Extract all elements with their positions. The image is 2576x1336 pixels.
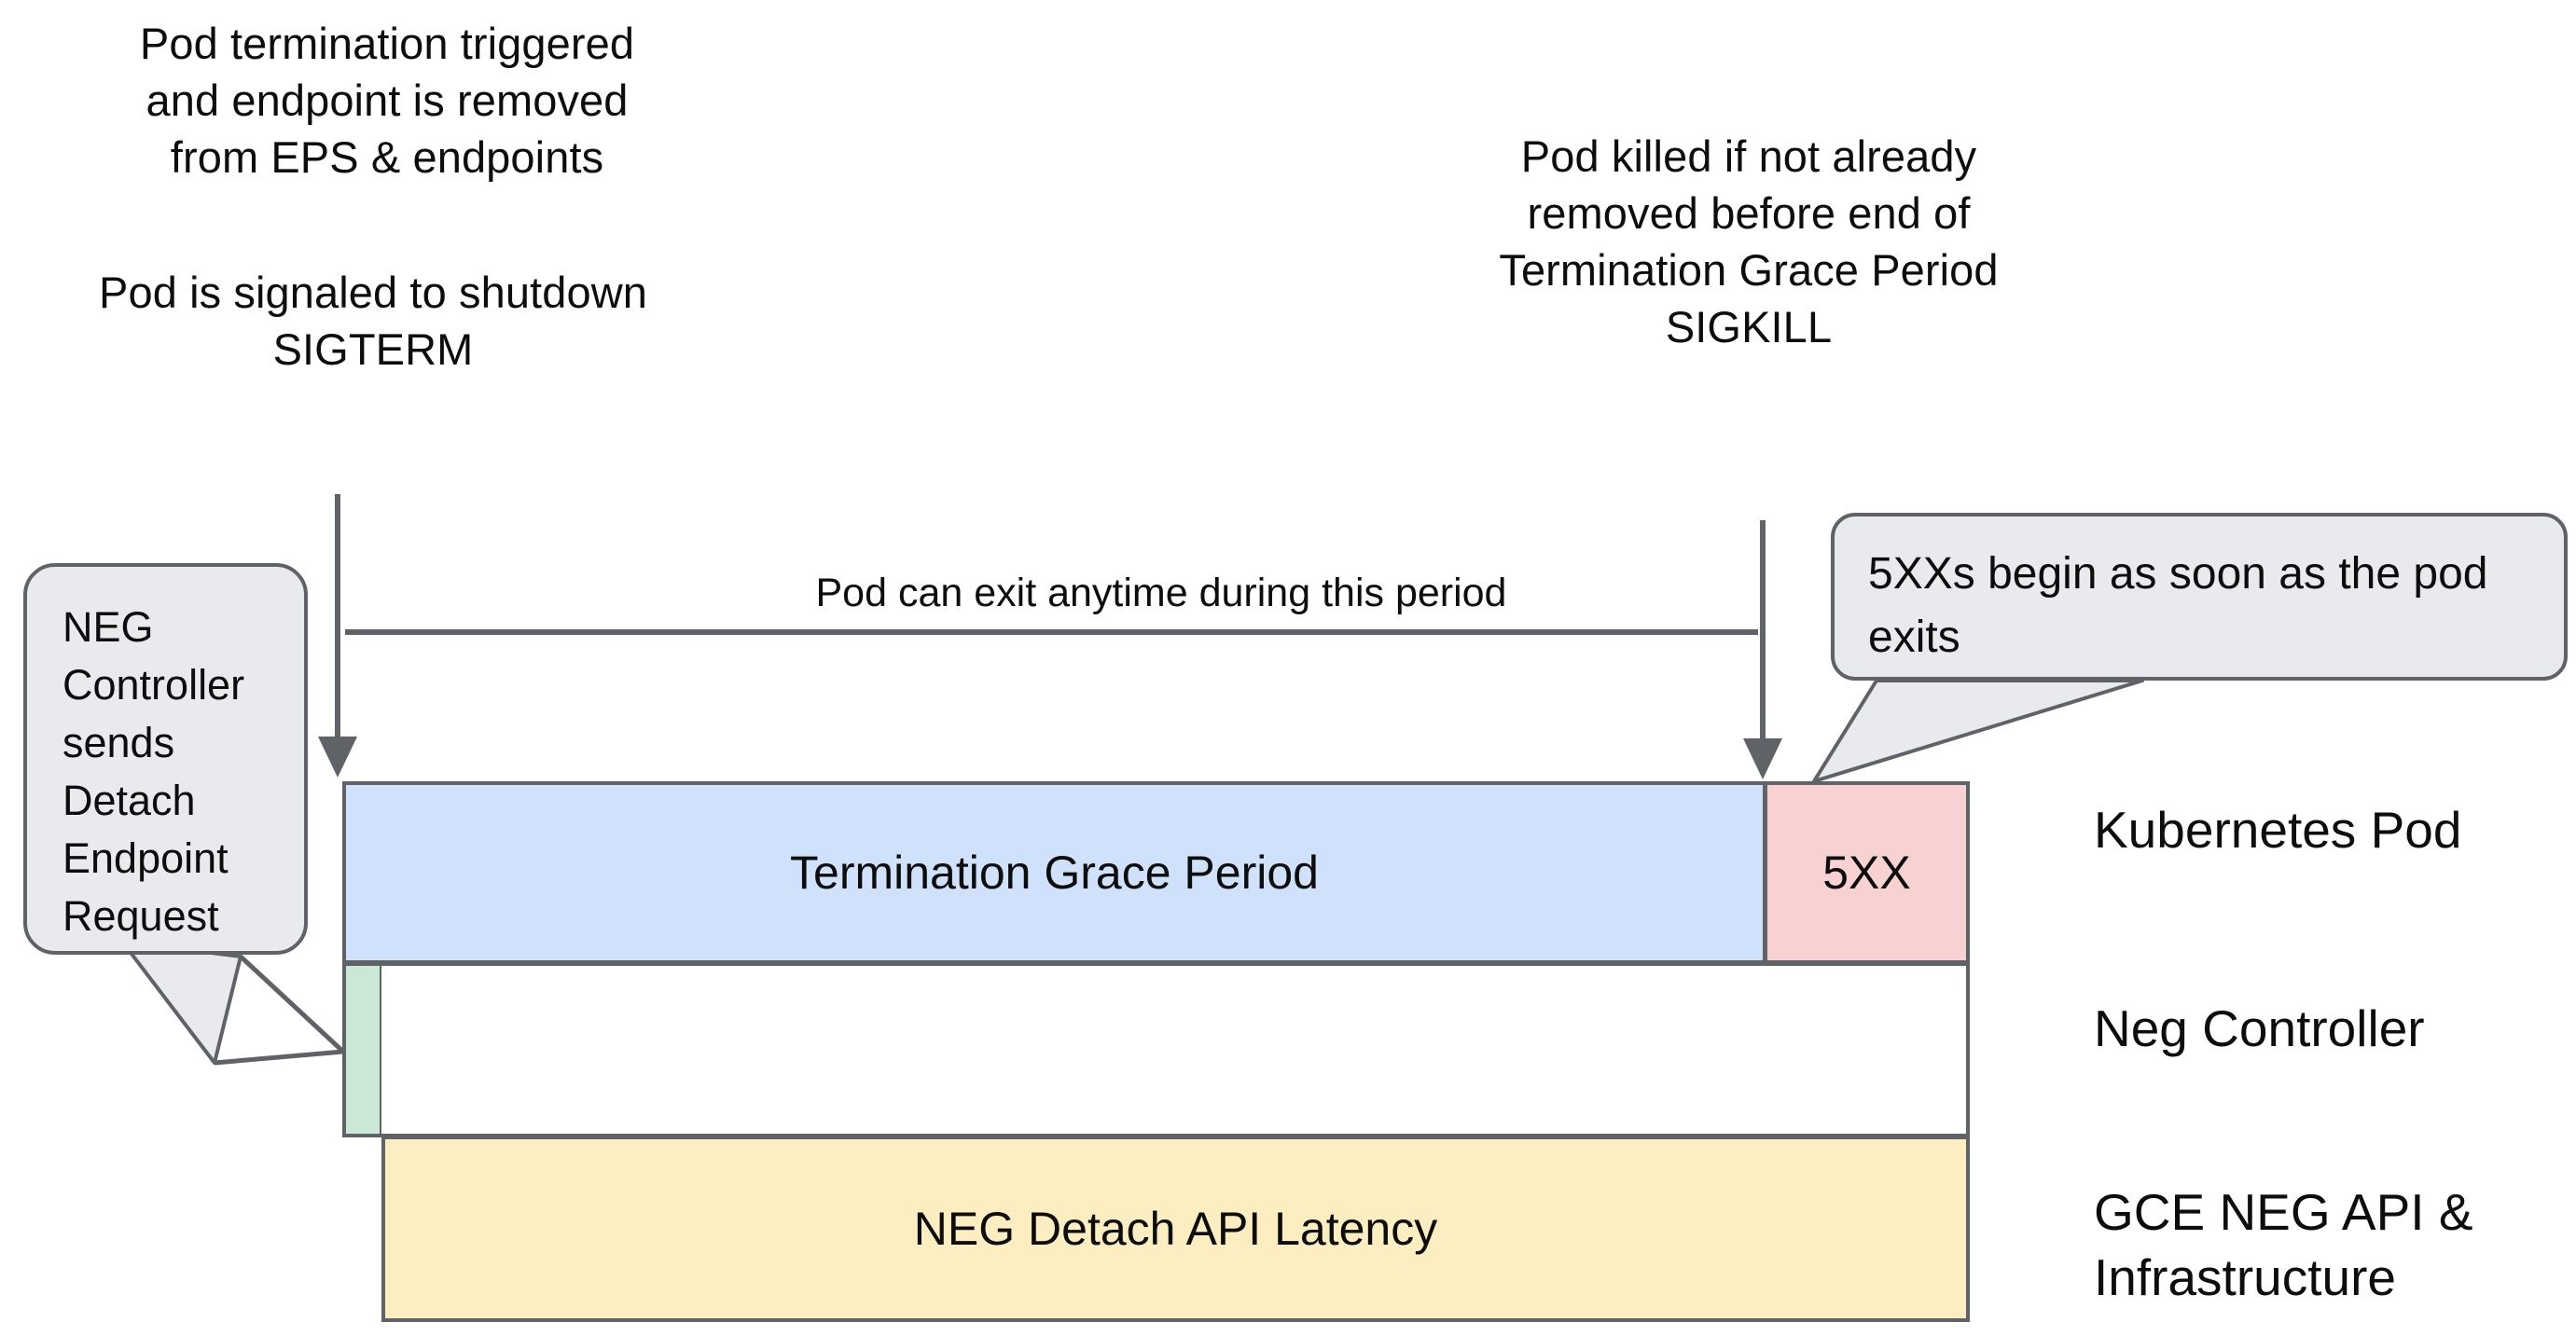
arrow-sigkill-down xyxy=(1743,520,1782,779)
note-pod-sigkill: Pod killed if not already removed before… xyxy=(1499,131,1999,352)
bar-termination-grace-period: Termination Grace Period xyxy=(342,781,1766,964)
bar-neg-detach-api-latency-label: NEG Detach API Latency xyxy=(913,1203,1438,1255)
span-caption-pod-can-exit: Pod can exit anytime during this period xyxy=(815,571,1507,615)
row-label-neg-controller: Neg Controller xyxy=(2094,999,2425,1057)
callout-5xx-begin: 5XXs begin as soon as the pod exits xyxy=(1831,513,2568,681)
bar-5xx: 5XX xyxy=(1764,781,1970,964)
bar-termination-grace-period-label: Termination Grace Period xyxy=(790,847,1319,899)
row-label-kubernetes-pod: Kubernetes Pod xyxy=(2094,801,2462,859)
bar-neg-controller-idle xyxy=(381,962,1970,1137)
note-pod-termination-triggered: Pod termination triggered and endpoint i… xyxy=(139,19,635,183)
callout-neg-controller: NEG Controller sends Detach Endpoint Req… xyxy=(23,563,308,955)
arrow-pod-termination-down xyxy=(318,494,357,778)
callout-tail-neg-controller xyxy=(120,940,345,1066)
bar-5xx-label: 5XX xyxy=(1822,847,1911,899)
callout-tail-5xx xyxy=(1812,679,2144,783)
row-label-gce-neg-api-infrastructure: GCE NEG API & Infrastructure xyxy=(2094,1183,2473,1307)
bar-neg-controller-detach xyxy=(342,962,383,1137)
bar-neg-detach-api-latency: NEG Detach API Latency xyxy=(381,1136,1970,1322)
note-pod-sigterm: Pod is signaled to shutdown SIGTERM xyxy=(99,268,647,375)
